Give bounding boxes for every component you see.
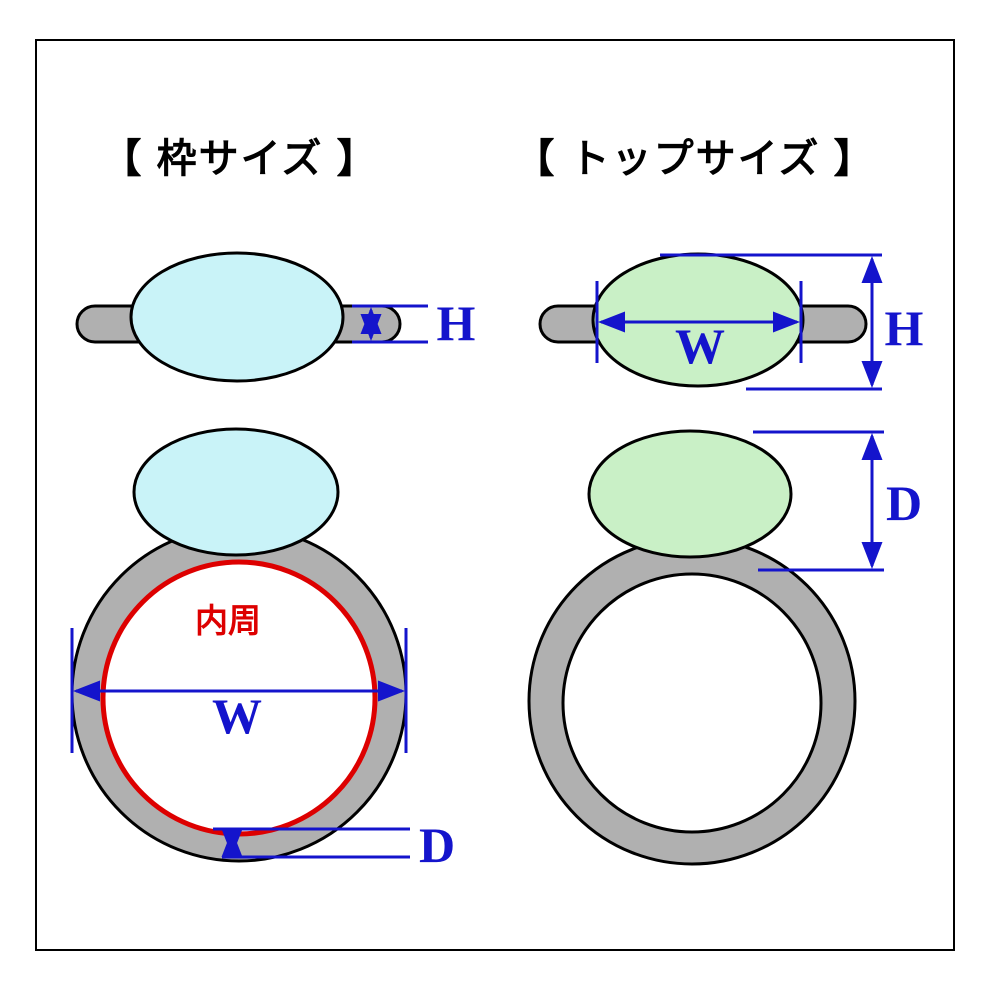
top-h-measure — [660, 253, 883, 391]
top-w-label: W — [675, 318, 725, 374]
frame-d-label: D — [419, 817, 455, 873]
frame-size-title: 【 枠サイズ 】 — [101, 137, 378, 181]
frame-w-label: W — [212, 688, 262, 744]
frame-stone-front — [132, 427, 340, 557]
top-ring-inner — [561, 572, 823, 834]
top-w-measure — [595, 281, 803, 363]
frame-w-measure — [70, 628, 408, 753]
top-stone-front — [587, 429, 793, 559]
frame-inner-circumference-label: 内周 — [195, 602, 261, 639]
top-size-title: 【 トップサイズ 】 — [514, 137, 875, 181]
top-h-label: H — [885, 300, 924, 356]
top-d-measure — [753, 430, 884, 572]
frame-d-measure — [213, 827, 410, 859]
top-d-label: D — [886, 475, 922, 531]
frame-stone-side — [129, 251, 345, 383]
frame-h-label: H — [437, 295, 476, 351]
frame-h-measure — [352, 304, 428, 344]
outer-border — [35, 39, 955, 951]
